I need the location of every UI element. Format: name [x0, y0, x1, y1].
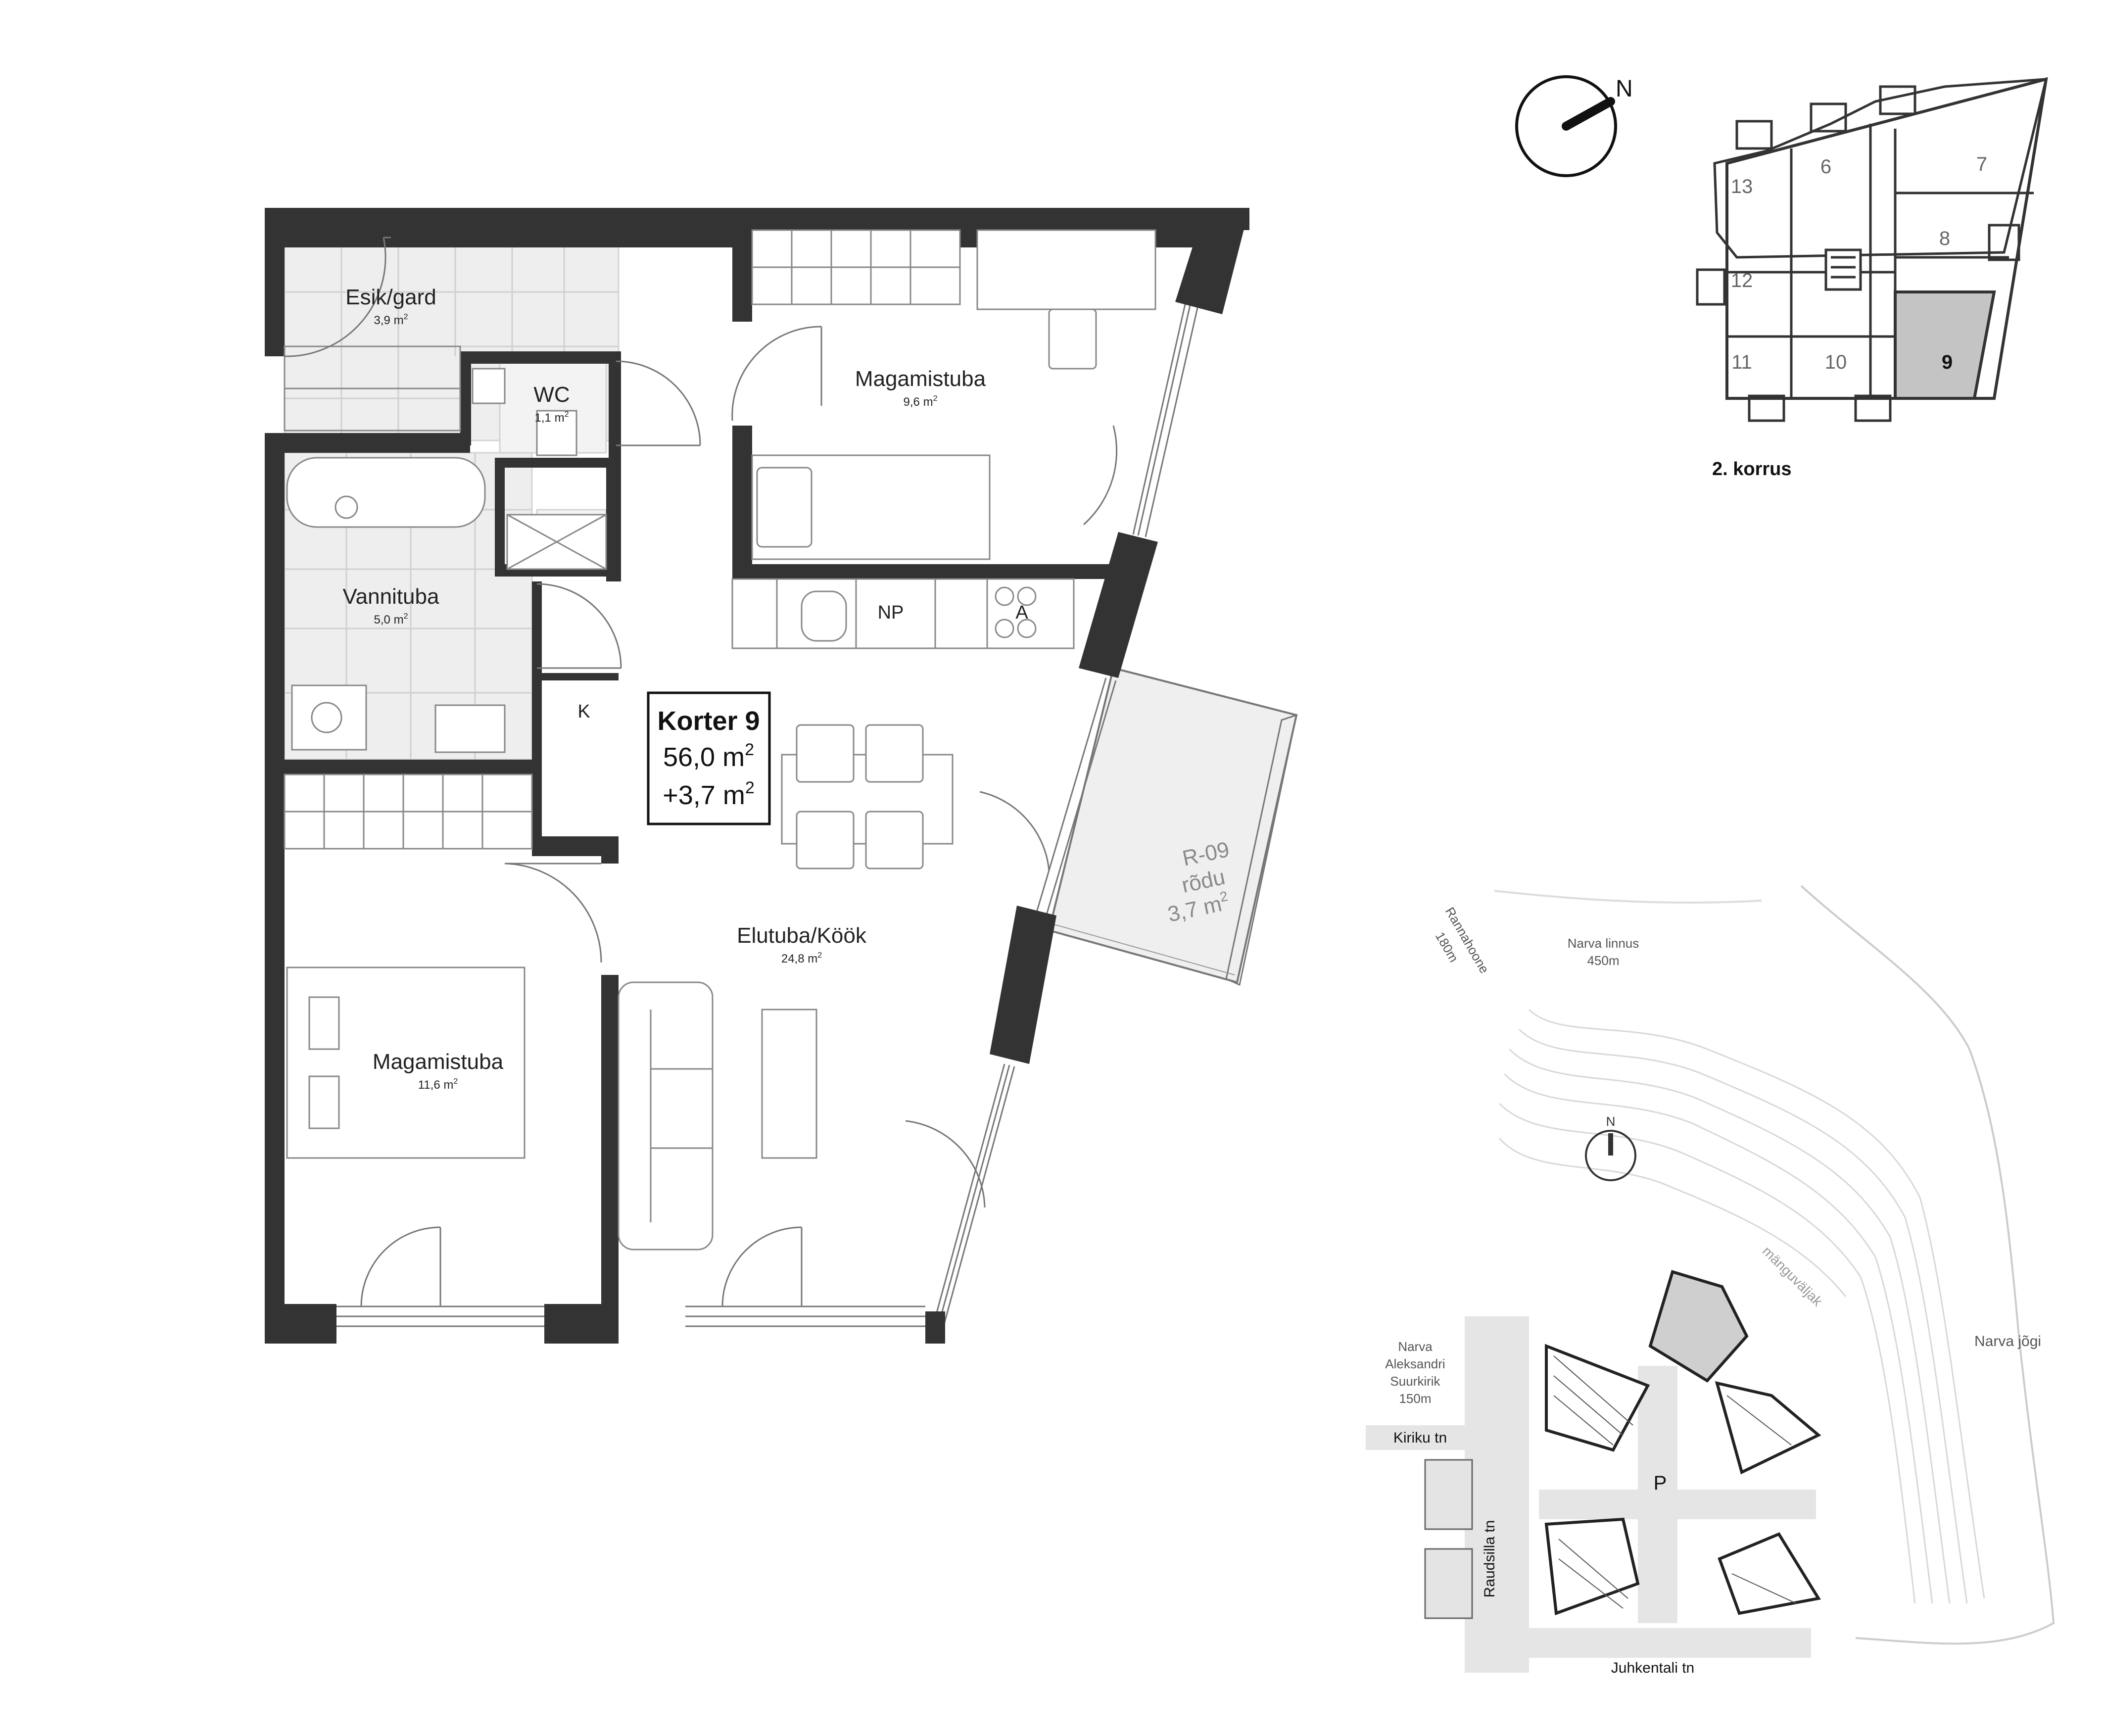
compass-label: N	[1616, 76, 1633, 102]
apartment-area: 56,0 m2	[663, 740, 754, 772]
room-name-bed2: Magamistuba	[373, 1050, 504, 1074]
svg-text:9: 9	[1942, 351, 1953, 373]
room-name-vannituba: Vannituba	[343, 584, 439, 609]
svg-text:8: 8	[1939, 228, 1950, 249]
fixture-a: A	[1015, 602, 1028, 623]
facade-windows	[336, 304, 1198, 1339]
fixture-np: NP	[878, 602, 904, 623]
beds	[286, 308, 1097, 1159]
site-juhkentali-tn: Juhkentali tn	[1611, 1660, 1694, 1676]
svg-text:13: 13	[1731, 176, 1753, 197]
living-furniture	[618, 724, 954, 1251]
site-linnus-2: 450m	[1587, 953, 1619, 968]
site-river: Narva jõgi	[1974, 1333, 2041, 1350]
site-kirik-4: 150m	[1399, 1391, 1431, 1406]
site-kiriku-tn: Kiriku tn	[1393, 1430, 1447, 1446]
site-kirik-2: Aleksandri	[1385, 1356, 1445, 1371]
walls	[265, 208, 1249, 1344]
site-kirik-3: Suurkirik	[1390, 1374, 1440, 1389]
door-swings	[284, 237, 1118, 1307]
room-name-wc: WC	[533, 383, 570, 407]
floor-plan: R-09 rõdu 3,7 m2	[265, 208, 1298, 1344]
fixture-k: K	[577, 701, 590, 722]
site-north: N	[1606, 1114, 1616, 1129]
bath-fixtures	[286, 368, 607, 753]
kitchen-counter	[731, 578, 1075, 649]
keyplan-highlight-apt-9	[1894, 290, 1996, 400]
room-area-living: 24,8 m2	[781, 951, 822, 965]
keyplan-apartment-numbers: 13 6 7 8 12 11 10 9	[1731, 153, 1987, 373]
site-linnus-1: Narva linnus	[1568, 936, 1639, 951]
balcony-r09: R-09 rõdu 3,7 m2	[1048, 667, 1298, 986]
svg-text:7: 7	[1976, 153, 1987, 175]
site-kirik-1: Narva	[1398, 1339, 1433, 1354]
svg-text:11: 11	[1731, 351, 1752, 373]
svg-text:12: 12	[1731, 270, 1753, 291]
keyplan: 13 6 7 8 12 11 10 9 2. korrus	[1696, 77, 2048, 480]
wardrobes	[284, 229, 1156, 850]
room-name-living: Elutuba/Köök	[737, 923, 867, 948]
apartment-extra-area: +3,7 m2	[663, 778, 755, 810]
room-name-esik: Esik/gard	[345, 285, 436, 309]
site-manguvaljak: mänguväljak	[1760, 1243, 1826, 1309]
compass-north: N	[1515, 75, 1633, 177]
svg-text:10: 10	[1825, 351, 1847, 373]
keyplan-floor-label: 2. korrus	[1712, 459, 1792, 480]
room-area-vannituba: 5,0 m2	[374, 612, 408, 627]
apartment-title: Korter 9	[657, 706, 760, 736]
room-area-esik: 3,9 m2	[374, 313, 408, 327]
apartment-info-box: Korter 9 56,0 m2 +3,7 m2	[647, 691, 771, 825]
room-area-wc: 1,1 m2	[535, 410, 569, 425]
site-raudsilla-tn: Raudsilla tn	[1482, 1520, 1498, 1598]
room-name-bed1: Magamistuba	[855, 367, 986, 391]
room-area-bed1: 9,6 m2	[904, 394, 938, 409]
svg-text:6: 6	[1820, 156, 1831, 178]
room-area-bed2: 11,6 m2	[418, 1077, 458, 1092]
room-labels: Esik/gard 3,9 m2 WC 1,1 m2 Vannituba 5,0…	[343, 285, 986, 1092]
site-parking: P	[1654, 1472, 1667, 1494]
site-plan: N Rannahoone 180m Narva linnus 450m Narv…	[1366, 885, 2055, 1676]
